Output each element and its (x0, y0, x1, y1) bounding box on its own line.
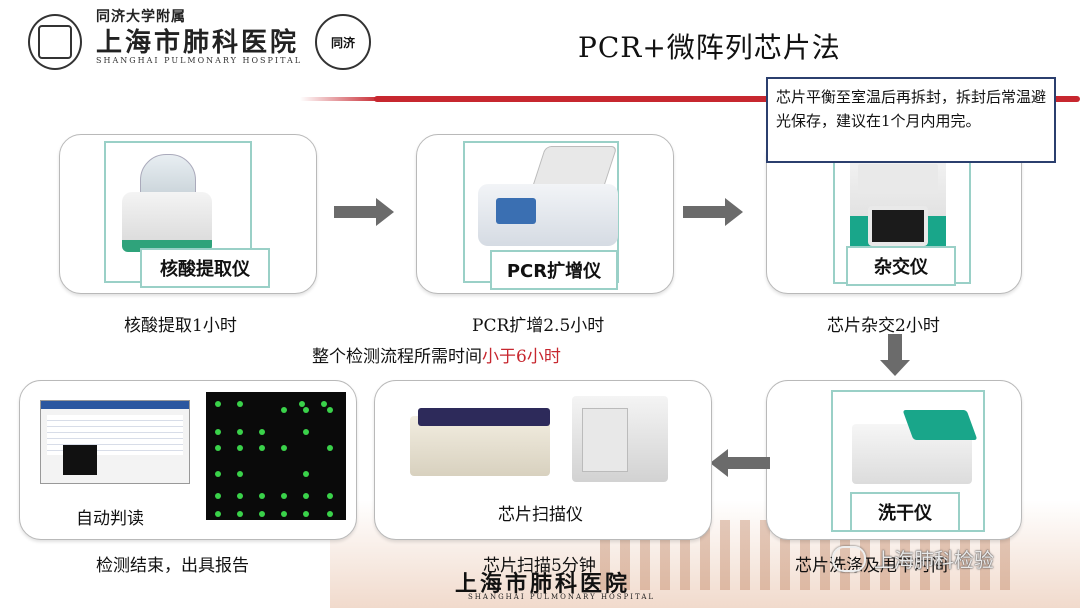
step-caption-hybridization: 芯片杂交2小时 (827, 316, 940, 336)
step-label-pcr: PCR扩增仪 (490, 250, 618, 290)
hospital-seal-logo (28, 14, 82, 70)
arrow-right-icon (334, 198, 394, 226)
hospital-name-en: SHANGHAI PULMONARY HOSPITAL (96, 56, 303, 65)
scanner-devices-image (410, 396, 670, 486)
step-caption-scanner: 芯片扫描5分钟 (483, 556, 596, 576)
wash-device-image (846, 400, 978, 490)
step-label-extraction: 核酸提取仪 (140, 248, 270, 288)
slide-title: PCR+微阵列芯片法 (578, 31, 841, 64)
step-label-wash: 洗干仪 (850, 492, 960, 532)
arrow-left-icon (710, 449, 770, 477)
step-label-interpretation: 自动判读 (76, 509, 144, 529)
microarray-scan-image (206, 392, 346, 520)
storage-note: 芯片平衡至室温后再拆封，拆封后常温避光保存，建议在1个月内用完。 (766, 77, 1056, 163)
step-caption-extraction: 核酸提取1小时 (124, 316, 237, 336)
title-underline (374, 96, 1080, 102)
wechat-account-name: 上海肺科检验 (874, 548, 994, 572)
hybridization-device-image (840, 156, 956, 262)
total-time-prefix: 整个检测流程所需时间 (312, 347, 482, 367)
wechat-watermark: 上海肺科检验 (832, 544, 994, 573)
hospital-watermark: 上海市肺科医院 (455, 571, 631, 597)
arrow-right-icon (683, 198, 743, 226)
hospital-name: 上海市肺科医院 (96, 28, 300, 58)
step-label-scanner: 芯片扫描仪 (498, 505, 583, 525)
pcr-device-image (468, 146, 618, 252)
tongji-university-seal: 同济 (315, 14, 371, 70)
extraction-device-image (122, 146, 212, 252)
interpretation-software-screenshot (40, 400, 190, 484)
arrow-down-icon (880, 334, 910, 376)
total-time-text: 整个检测流程所需时间小于6小时 (312, 342, 561, 367)
step-label-hybridization: 杂交仪 (846, 246, 956, 286)
hospital-watermark-en: SHANGHAI PULMONARY HOSPITAL (468, 593, 656, 601)
total-time-highlight: 小于6小时 (482, 347, 561, 367)
title-underline-fade (300, 97, 380, 101)
wechat-icon (832, 545, 866, 572)
step-caption-interpretation: 检测结束，出具报告 (96, 556, 249, 576)
step-caption-pcr: PCR扩增2.5小时 (472, 316, 605, 336)
university-affiliation: 同济大学附属 (96, 9, 186, 25)
